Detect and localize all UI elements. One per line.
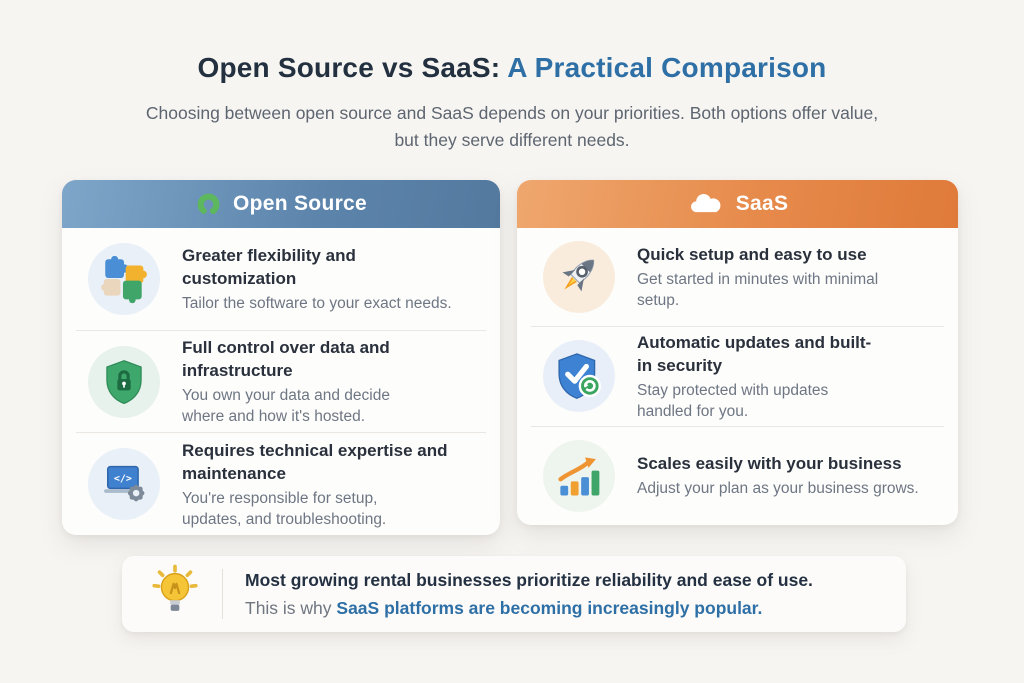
- saas-rows: Quick setup and easy to use Get started …: [517, 228, 958, 525]
- feature-description: You own your data and decide where and h…: [182, 387, 390, 425]
- laptop-code-gear-icon: </>: [88, 448, 160, 521]
- rocket-icon: [543, 241, 615, 314]
- feature-title: Quick setup and easy to use: [637, 245, 867, 265]
- feature-text: Quick setup and easy to use Get started …: [637, 243, 882, 311]
- key-takeaway-callout: Most growing rental businesses prioritiz…: [122, 556, 906, 632]
- feature-description: You're responsible for setup, updates, a…: [182, 489, 387, 528]
- feature-row: Scales easily with your business Adjust …: [531, 425, 944, 525]
- callout-text: Most growing rental businesses prioritiz…: [245, 567, 813, 621]
- lightbulb-icon: [146, 563, 204, 626]
- bar-chart-growth-icon: [543, 439, 615, 512]
- callout-line2: This is why SaaS platforms are becoming …: [245, 595, 813, 621]
- feature-text: Scales easily with your business Adjust …: [637, 452, 919, 499]
- cloud-icon: [687, 190, 725, 218]
- feature-title: Greater flexibility and customization: [182, 245, 356, 288]
- callout-line2-prefix: This is why: [245, 598, 337, 618]
- feature-title: Automatic updates and built-in security: [637, 332, 872, 375]
- feature-text: Greater flexibility and customization Ta…: [182, 244, 452, 314]
- open-source-logo-icon: [195, 191, 222, 218]
- page-title-accent: A Practical Comparison: [500, 52, 827, 83]
- shield-lock-icon: [88, 345, 160, 418]
- saas-card-title: SaaS: [735, 192, 789, 215]
- page-title-dark: Open Source vs SaaS:: [197, 52, 501, 83]
- feature-description: Adjust your plan as your business grows.: [637, 480, 919, 498]
- open-source-card-header: Open Source: [62, 180, 500, 228]
- feature-row: </> Requires technical expertise and mai…: [76, 432, 486, 535]
- feature-description: Tailor the software to your exact needs.: [182, 294, 452, 312]
- feature-title: Full control over data and infrastructur…: [182, 338, 390, 380]
- feature-row: Full control over data and infrastructur…: [76, 329, 486, 433]
- feature-description: Stay protected with updates handled for …: [637, 381, 829, 420]
- callout-divider: [222, 569, 223, 619]
- feature-title: Requires technical expertise and mainten…: [182, 440, 448, 483]
- open-source-card: Open Source: [62, 180, 500, 535]
- open-source-rows: Greater flexibility and customization Ta…: [62, 228, 500, 535]
- feature-row: Quick setup and easy to use Get started …: [531, 228, 944, 326]
- puzzle-pieces-icon: [88, 242, 160, 315]
- open-source-card-title: Open Source: [233, 192, 367, 215]
- feature-text: Full control over data and infrastructur…: [182, 336, 432, 427]
- feature-row: Automatic updates and built-in security …: [531, 326, 944, 425]
- callout-line2-highlight: SaaS platforms are becoming increasingly…: [336, 598, 763, 618]
- saas-card: SaaS: [517, 180, 958, 525]
- feature-row: Greater flexibility and customization Ta…: [76, 228, 486, 330]
- svg-text:</>: </>: [114, 474, 132, 485]
- feature-text: Automatic updates and built-in security …: [637, 331, 882, 422]
- page-subtitle: Choosing between open source and SaaS de…: [145, 103, 879, 150]
- feature-description: Get started in minutes with minimal setu…: [637, 271, 879, 310]
- shield-check-sync-icon: [543, 340, 615, 413]
- saas-card-header: SaaS: [517, 180, 958, 228]
- feature-text: Requires technical expertise and mainten…: [182, 439, 452, 530]
- page-title: Open Source vs SaaS: A Practical Compari…: [0, 52, 1024, 84]
- feature-title: Scales easily with your business: [637, 454, 902, 474]
- callout-line1: Most growing rental businesses prioritiz…: [245, 570, 813, 590]
